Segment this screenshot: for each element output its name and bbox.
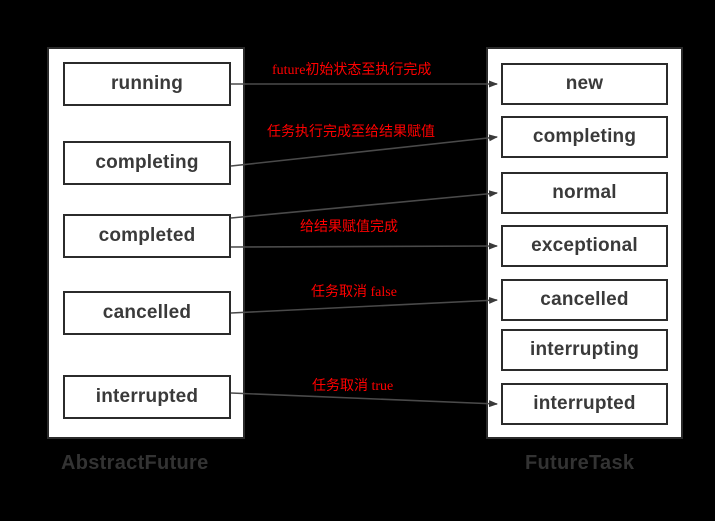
edge-label-cancelled-cancelled: 任务取消 false (311, 285, 397, 300)
state-box-completing[interactable]: completing (63, 141, 231, 185)
state-box-interrupted-ft[interactable]: interrupted (501, 383, 668, 425)
state-box-normal[interactable]: normal (501, 172, 668, 214)
state-box-cancelled[interactable]: cancelled (63, 291, 231, 335)
state-box-interrupting[interactable]: interrupting (501, 329, 668, 371)
state-box-interrupted[interactable]: interrupted (63, 375, 231, 419)
edge-label-running-new: future初始状态至执行完成 (272, 63, 432, 78)
edge-completed-normal (230, 190, 498, 219)
state-box-running[interactable]: running (63, 62, 231, 106)
state-box-new[interactable]: new (501, 63, 668, 105)
edge-completed-exceptional (230, 242, 498, 250)
state-box-cancelled-ft[interactable]: cancelled (501, 279, 668, 321)
state-box-exceptional[interactable]: exceptional (501, 225, 668, 267)
edge-label-completed-normal: 给结果赋值完成 (300, 220, 398, 235)
edge-interrupted-interrupted (230, 392, 498, 408)
column-title-future-task: FutureTask (525, 452, 635, 474)
edge-label-interrupted-interrupted: 任务取消 true (312, 379, 394, 394)
column-title-abstract-future: AbstractFuture (61, 452, 209, 474)
state-box-completed[interactable]: completed (63, 214, 231, 258)
edge-completing-completing (230, 134, 498, 167)
edge-cancelled-cancelled (230, 296, 498, 314)
state-box-completing-ft[interactable]: completing (501, 116, 668, 158)
edge-label-completing-completing: 任务执行完成至给结果赋值 (267, 125, 435, 140)
